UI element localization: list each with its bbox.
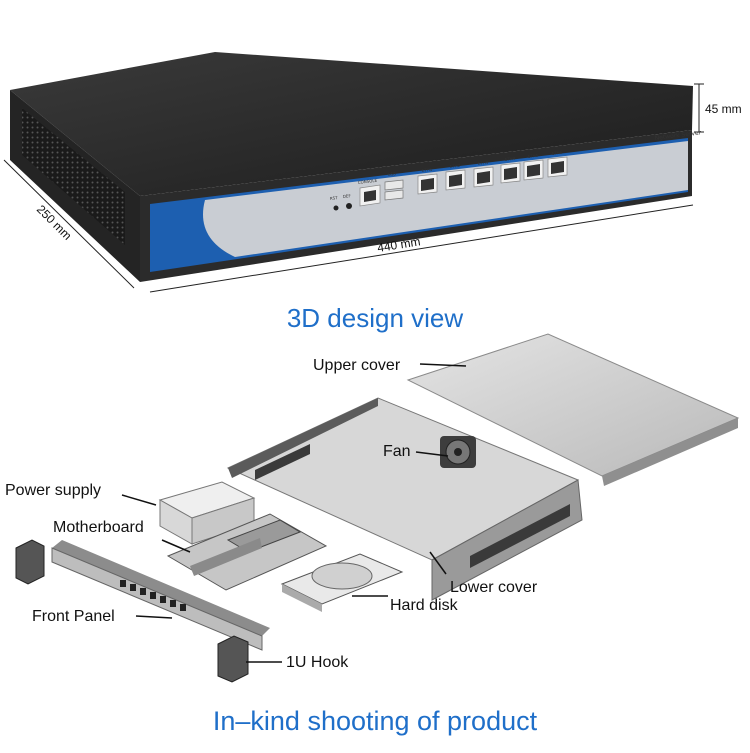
panel-port bbox=[180, 604, 186, 611]
front-panel bbox=[51, 547, 263, 651]
eth-label-1: ETH1 bbox=[422, 167, 434, 173]
label-lower-cover: Lower cover bbox=[450, 579, 538, 596]
label-front-panel: Front Panel bbox=[32, 608, 115, 625]
panel-port bbox=[170, 600, 176, 607]
label-hook: 1U Hook bbox=[286, 654, 349, 671]
caption-design-view: 3D design view bbox=[286, 303, 464, 333]
height-dimension: 45 mm bbox=[705, 102, 742, 116]
usb-port-1[interactable] bbox=[384, 179, 404, 191]
server-chassis: Network Server RST DEF CONSOLE USB bbox=[10, 52, 702, 282]
usb-port-2[interactable] bbox=[384, 189, 404, 201]
width-dim-line bbox=[149, 204, 694, 293]
def-label: DEF bbox=[343, 193, 352, 199]
caption-shooting: In–kind shooting of product bbox=[212, 706, 538, 736]
eth-port-socket bbox=[477, 171, 490, 184]
lower-cover-leader bbox=[429, 551, 447, 575]
eth-label-4: ETH4 bbox=[505, 156, 517, 162]
eth-label-3: ETH3 bbox=[478, 160, 490, 166]
usb-label: USB bbox=[388, 171, 397, 177]
exploded-view bbox=[15, 333, 740, 683]
panel-port bbox=[120, 580, 126, 587]
panel-port bbox=[160, 596, 166, 603]
label-power-supply: Power supply bbox=[5, 482, 101, 499]
label-fan: Fan bbox=[383, 443, 411, 460]
front-panel-leader bbox=[135, 615, 173, 619]
front-panel-top bbox=[52, 540, 270, 636]
depth-dim-line bbox=[3, 159, 135, 289]
eth-label-2: ETH2 bbox=[450, 163, 462, 169]
eth-label-5: ETH5 bbox=[528, 153, 540, 159]
lower-cover-back-wall bbox=[228, 398, 378, 478]
label-hard-disk: Hard disk bbox=[390, 597, 459, 614]
right-hook bbox=[217, 635, 249, 683]
console-port-socket bbox=[364, 190, 376, 202]
ethernet-ports: ETH1 ETH2 ETH3 ETH4 ETH5 ETH6 bbox=[417, 150, 568, 195]
label-upper-cover: Upper cover bbox=[313, 357, 401, 374]
default-button[interactable] bbox=[346, 203, 352, 209]
panel-port bbox=[130, 584, 136, 591]
side-vent bbox=[22, 108, 125, 245]
eth-label-6: ETH6 bbox=[552, 150, 564, 156]
motherboard-leader bbox=[161, 539, 191, 553]
upper-cover-edge bbox=[602, 418, 738, 486]
hard-disk-edge bbox=[282, 584, 322, 612]
reset-button[interactable] bbox=[333, 205, 339, 211]
eth-port-socket bbox=[551, 161, 564, 174]
rst-label: RST bbox=[330, 195, 339, 201]
chassis-top bbox=[10, 52, 693, 196]
motherboard-ports bbox=[190, 538, 262, 576]
panel-port bbox=[140, 588, 146, 595]
hard-disk-platter bbox=[311, 562, 373, 590]
dimension-lines bbox=[3, 83, 704, 293]
label-motherboard: Motherboard bbox=[53, 519, 144, 536]
panel-port bbox=[150, 592, 156, 599]
rear-vent bbox=[255, 444, 310, 480]
side-vent bbox=[470, 504, 570, 568]
eth-port-socket bbox=[421, 178, 434, 191]
fan-hub bbox=[454, 448, 462, 456]
width-dimension: 440 mm bbox=[376, 234, 421, 255]
eth-port-socket bbox=[504, 167, 517, 180]
power-supply-leader bbox=[121, 494, 157, 506]
fan-leader bbox=[415, 451, 449, 457]
upper-cover-leader bbox=[419, 363, 467, 367]
front-panel-ports bbox=[120, 580, 186, 611]
eth-port-socket bbox=[449, 174, 462, 187]
left-hook bbox=[15, 539, 45, 585]
console-label: CONSOLE bbox=[358, 178, 378, 185]
eth-port-socket bbox=[527, 164, 540, 177]
leader-lines bbox=[121, 363, 467, 663]
